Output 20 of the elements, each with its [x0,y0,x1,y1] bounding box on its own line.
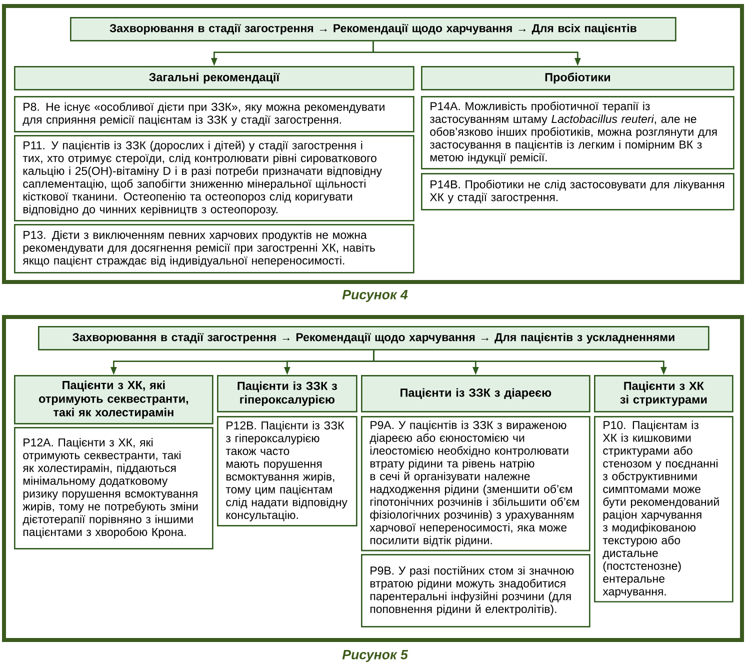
recommendation-box: P12A. Пацієнти з ХК, які отримують секвестранти, такі як холестирамін, піддаються мінімальному додатковому ризику порушення всмоктування жирів, тому не потребують зміни дієтотерапії порівняно з іншими пацієнтами з хворобою Крона. [14,427,214,550]
group-heading-box: Пацієнти із ЗЗК з гіпероксалурією [217,375,358,412]
recommendation-box: P12B. Пацієнти із ЗЗК з гіпероксалурією також часто мають порушення всмоктування жирів, тому цим пацієнтам слід надати відповідну консультацію. [217,416,358,526]
recommendation-box: P8. Не існує «особливої дієти при ЗЗК», яку можна рекомендувати для сприяння ремісії пацієнтам із ЗЗК у стадії загострення. [14,96,414,132]
path-header-box: Захворювання в стадії загострення → Рекомендації щодо харчування → Для всіх пацієнтів [70,17,676,42]
recommendation-box: P14B. Пробіотики не слід застосовувати для лікування ХК у стадії загострення. [421,173,734,210]
group-heading-box: Пробіотики [421,66,734,90]
recommendation-box: P10. Пацієнтам із ХК із кишковими стриктурами або стенозом у поєднанні з обструктивними симптомами може бути рекомендований раціон харчування з модифікованою текстурою або дистальне (постстенозне) ентеральне харчування. [594,416,734,602]
group-heading-box: Пацієнти із ЗЗК з діареєю [361,375,590,412]
recommendation-box: P14A. Можливість пробіотичної терапії із застосуванням штаму Lactobacillus reuteri, але не обов’язково інших пробіотиків, можна розглянути для застосування в пацієнтів із легким і помірним ВК з метою індукції ремісії. [421,96,734,170]
group-heading-box: Загальні рекомендації [14,66,414,90]
recommendation-box: P11. У пацієнтів із ЗЗК (дорослих і дітей) у стадії загострення і тих, хто отримує стероїди, слід контролювати рівні сироваткового кальцію і 25(OH)-вітаміну D і в разі потреби призначати відповідну саплементацію, щоб запобігти зниженню мінеральної щільності кісткової тканини. Остеопенію та остеопороз слід коригувати відповідно до чинних керівництв з остеопорозу. [14,135,414,222]
figure-caption: Рисунок 4 [342,290,408,302]
recommendation-box: P9B. У разі постійних стом зі значною втратою рідини можуть знадобитися парентеральні інфузійні розчини (для поповнення рідини й електролітів). [361,554,590,628]
figure-caption: Рисунок 5 [342,650,408,662]
path-header-box: Захворювання в стадії загострення → Рекомендації щодо харчування → Для пацієнтів з ускладненнями [38,326,710,350]
group-heading-box: Пацієнти з ХК зі стриктурами [594,375,734,412]
recommendation-box: P13. Дієти з виключенням певних харчових продуктів не можна рекомендувати для досягнення ремісії при загостренні ХК, навіть якщо пацієнт страждає від індивідуальної непереносимості. [14,224,414,274]
recommendation-box: P9A. У пацієнтів із ЗЗК з вираженою діареєю або єюностомією чи ілеостомією необхідно контролювати втрату рідини та рівень натрію в сечі й організувати належне надходження рідини (зменшити об’єм гіпотонічних розчинів і збільшити об’єм фізіологічних розчинів) з урахуванням харчової непереносимості, яка може посилити відтік рідини. [361,416,590,552]
group-heading-box: Пацієнти з ХК, які отримують секвестранти, такі як холестирамін [14,375,214,424]
